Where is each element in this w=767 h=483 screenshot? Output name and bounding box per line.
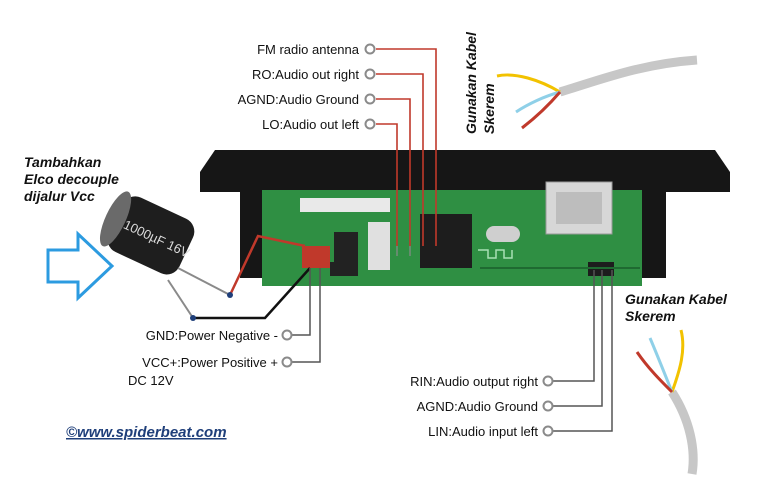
pin-gnd bbox=[281, 329, 293, 341]
capacitor-note: Tambahkan Elco decouple dijalur Vcc bbox=[24, 154, 119, 204]
pin-lo bbox=[364, 118, 376, 130]
bottom-leader-lines bbox=[553, 270, 613, 432]
cable-note-bottom: Gunakan Kabel Skerem bbox=[625, 291, 728, 324]
label-pins bbox=[281, 43, 554, 437]
capacitor-illustration: 1000µF 16V bbox=[99, 191, 233, 321]
top-leader-lines bbox=[376, 48, 437, 246]
arrow-icon bbox=[46, 230, 115, 302]
pin-vcc bbox=[281, 356, 293, 368]
capacitor-note-line-2: Elco decouple bbox=[24, 171, 119, 187]
shielded-cable-bottom bbox=[635, 329, 698, 475]
cable-note-top: Gunakan Kabel Skerem bbox=[463, 31, 497, 134]
decoder-chip bbox=[420, 214, 472, 268]
cable-note-bottom-line-1: Gunakan Kabel bbox=[625, 291, 728, 307]
pin-agnd-top bbox=[364, 93, 376, 105]
shielded-cable-top bbox=[496, 55, 698, 130]
pin-fm-antenna bbox=[364, 43, 376, 55]
mp3-module-board bbox=[200, 150, 730, 286]
pin-lin bbox=[542, 425, 554, 437]
cable-note-top-line-2: Skerem bbox=[481, 83, 497, 134]
label-lo-audio-out-left: LO:Audio out left bbox=[262, 117, 359, 132]
power-connector bbox=[302, 246, 330, 268]
power-leader-lines bbox=[290, 268, 321, 363]
capacitor-note-line-3: dijalur Vcc bbox=[24, 188, 95, 204]
label-lin: LIN:Audio input left bbox=[428, 424, 538, 439]
label-dc12v: DC 12V bbox=[128, 373, 174, 388]
label-gnd: GND:Power Negative - bbox=[146, 328, 278, 343]
cable-note-top-line-1: Gunakan Kabel bbox=[463, 31, 479, 134]
watermark: ©www.spiderbeat.com bbox=[66, 424, 227, 441]
pin-agnd-bottom bbox=[542, 400, 554, 412]
cable-note-bottom-line-2: Skerem bbox=[625, 308, 676, 324]
label-agnd-top: AGND:Audio Ground bbox=[238, 92, 359, 107]
pin-ro bbox=[364, 68, 376, 80]
pin-rin bbox=[542, 375, 554, 387]
label-vcc: VCC+:Power Positive + bbox=[142, 355, 278, 370]
capacitor-note-line-1: Tambahkan bbox=[24, 154, 101, 170]
label-ro-audio-out-right: RO:Audio out right bbox=[252, 67, 359, 82]
label-fm-antenna: FM radio antenna bbox=[257, 42, 360, 57]
label-rin: RIN:Audio output right bbox=[410, 374, 538, 389]
label-agnd-bottom: AGND:Audio Ground bbox=[417, 399, 538, 414]
power-wires bbox=[193, 234, 311, 320]
